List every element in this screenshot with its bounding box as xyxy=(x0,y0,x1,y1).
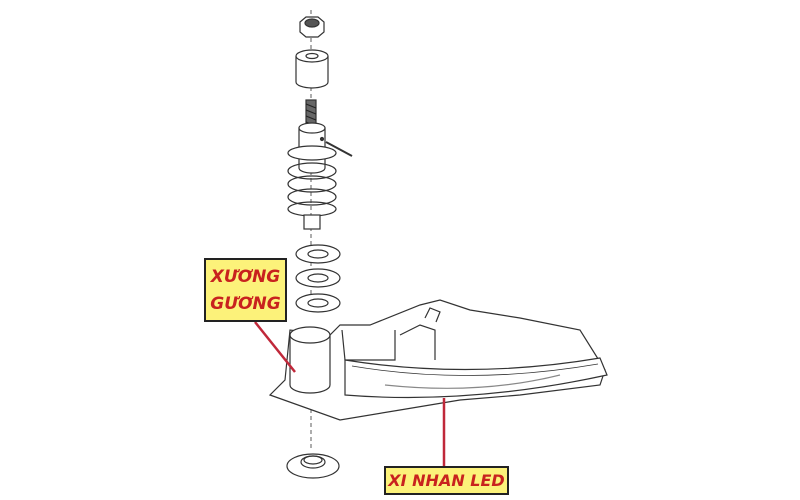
leader-line-bracket xyxy=(254,321,296,373)
bushing xyxy=(295,49,329,89)
pivot-housing xyxy=(298,122,353,174)
mirror-bracket-base xyxy=(268,299,606,421)
nut xyxy=(299,16,325,38)
label-mirror-bracket: XƯƠNG GƯƠNG xyxy=(204,258,287,322)
led-turn-signal xyxy=(344,357,608,399)
label-led-turn-signal: XI NHAN LED xyxy=(384,466,509,495)
coil-spring xyxy=(287,145,337,230)
washer-stack xyxy=(295,244,341,313)
label-mirror-bracket-line1: XƯƠNG xyxy=(210,267,281,287)
label-mirror-bracket-line2: GƯƠNG xyxy=(210,294,281,314)
bottom-collar xyxy=(286,453,340,479)
